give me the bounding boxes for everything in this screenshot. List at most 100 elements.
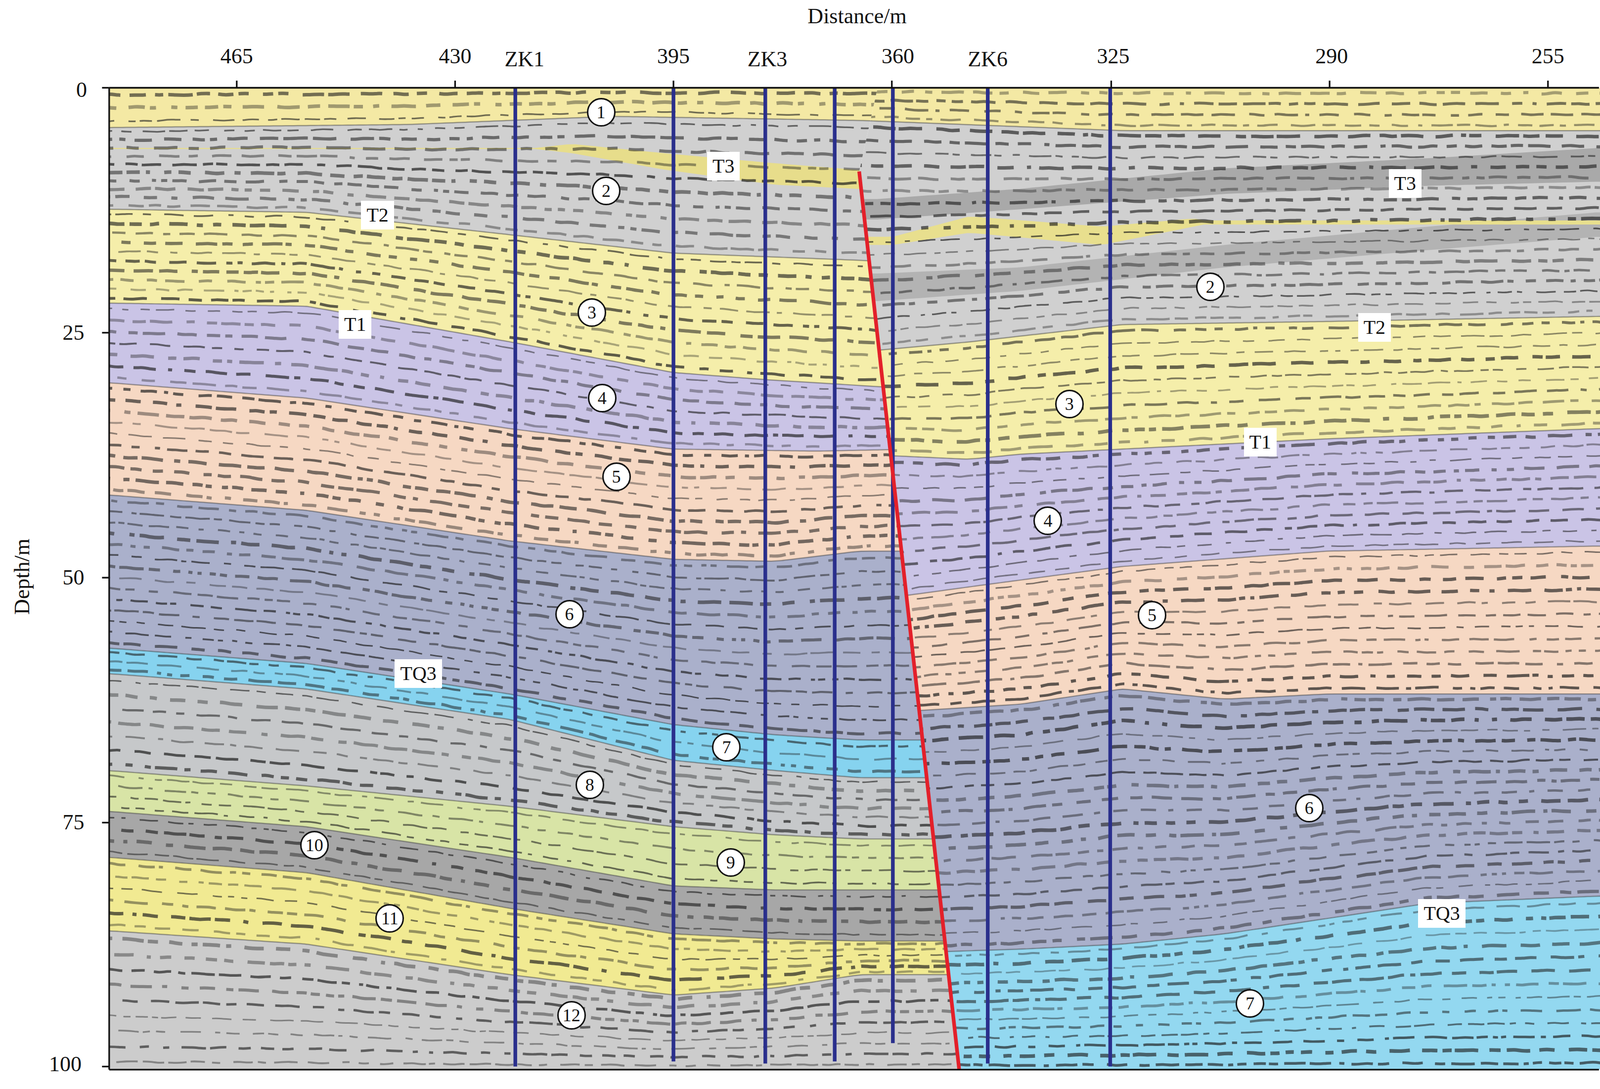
borehole-name: ZK6 (967, 48, 1008, 71)
borehole-name: ZK3 (747, 48, 788, 71)
horizon-label: TQ3 (1418, 898, 1466, 928)
axis-tick (890, 80, 893, 88)
layer-number-text: 10 (305, 836, 324, 854)
horizon-name: TQ3 (400, 663, 437, 684)
seismic-reflector (101, 862, 1600, 945)
layer-number-text: 11 (381, 909, 399, 928)
seismic-reflector (101, 331, 1600, 411)
seismic-reflector (101, 827, 1600, 910)
layer-number: 7 (1235, 988, 1265, 1018)
axis-line (109, 1068, 1600, 1070)
seismic-reflector (101, 1061, 1600, 1067)
boreholes (515, 87, 1111, 1067)
seismic-reflector (101, 354, 1600, 429)
horizon-name: T3 (712, 156, 735, 177)
layer-number: 2 (591, 176, 621, 206)
seismic-reflector (101, 707, 1600, 800)
seismic-reflector (101, 661, 1600, 760)
tick-label: 100 (48, 1053, 82, 1075)
layer-number-text: 1 (596, 103, 606, 122)
axis-tick (101, 87, 109, 89)
stratum-boundary (101, 930, 1600, 995)
tick-label: 290 (1315, 45, 1348, 68)
seismic-reflector (101, 241, 1600, 309)
borehole-name: ZK1 (504, 48, 545, 71)
seismic-reflector (101, 111, 1600, 125)
fault-line (859, 171, 960, 1070)
layer-number-text: 9 (726, 853, 736, 872)
stratum-boundary (101, 647, 1600, 740)
layer-number-text: 5 (1147, 606, 1157, 624)
borehole-line (671, 87, 675, 1062)
seismic-reflector (101, 785, 1600, 859)
seismic-reflector (101, 576, 1600, 655)
layer-number: 7 (711, 732, 741, 762)
borehole-line (763, 87, 767, 1064)
seismic-reflector (101, 610, 1600, 694)
seismic-reflector (101, 642, 1600, 735)
layer-number: 8 (575, 770, 605, 800)
seismic-reflector (101, 101, 1600, 110)
layer-number-text: 4 (597, 389, 607, 407)
layer-number-text: 7 (721, 738, 731, 756)
layer-number: 3 (577, 298, 607, 327)
axis-tick (454, 80, 456, 88)
stratum-boundary (101, 770, 1600, 839)
seismic-reflector (101, 669, 1600, 772)
seismic-reflector (101, 887, 1600, 960)
stratum-boundary (101, 382, 1600, 451)
seismic-reflector (101, 466, 1600, 534)
seismic-reflector (101, 924, 1600, 990)
layer-number-text: 3 (587, 303, 597, 322)
seismic-reflector (101, 1029, 1600, 1049)
seismic-reflector (101, 377, 1600, 447)
layer-number-text: 7 (1245, 994, 1255, 1013)
tick-label: 360 (881, 45, 915, 68)
seismic-reflector (101, 279, 1600, 358)
seismic-reflector (101, 522, 1600, 593)
layer-number: 6 (555, 599, 584, 629)
seismic-reflector (101, 91, 1600, 96)
seismic-reflector (101, 511, 1600, 581)
seismic-reflector (101, 444, 1600, 512)
borehole-line (985, 87, 990, 1064)
seismic-reflector (101, 631, 1600, 721)
stratum-boundary (101, 494, 1600, 562)
stratum-boundary (101, 116, 1600, 131)
layer-number-text: 2 (1205, 277, 1215, 296)
seismic-reflector (101, 155, 1600, 178)
seismic-reflector (101, 805, 1600, 885)
horizon-name: T1 (344, 314, 366, 335)
seismic-reflector (101, 163, 1600, 192)
layer-number-text: 12 (562, 1006, 581, 1024)
tick-label: 325 (1097, 45, 1130, 68)
seismic-reflector (101, 477, 1600, 545)
seismic-reflector (101, 983, 1600, 1024)
horizon-label: TQ3 (394, 659, 442, 688)
seismic-reflector (101, 500, 1600, 568)
layer-number: 9 (716, 847, 746, 877)
stratum-layer (101, 930, 1600, 1070)
horizon-label: T3 (707, 151, 740, 181)
fault-block (101, 87, 1600, 1069)
seismic-reflector (101, 269, 1600, 346)
axis-line (108, 87, 110, 1069)
seismic-reflector (101, 422, 1600, 490)
horizon-name: TQ3 (1423, 903, 1460, 924)
layer-number: 10 (300, 830, 329, 860)
layer-number: 4 (1033, 506, 1063, 535)
layer-number-text: 8 (585, 775, 595, 794)
seismic-reflector (101, 774, 1600, 846)
axis-title: Depth/m (11, 538, 34, 615)
horizon-name: T2 (366, 205, 389, 225)
horizon-label: T2 (1358, 312, 1391, 342)
axis-line (109, 87, 1600, 89)
stratum-boundary (101, 811, 1600, 890)
layer-number: 5 (602, 462, 631, 491)
seismic-reflector (101, 999, 1600, 1033)
stratum-boundary (101, 857, 1600, 941)
seismic-reflector (101, 204, 1600, 258)
seismic-reflector (101, 586, 1600, 667)
